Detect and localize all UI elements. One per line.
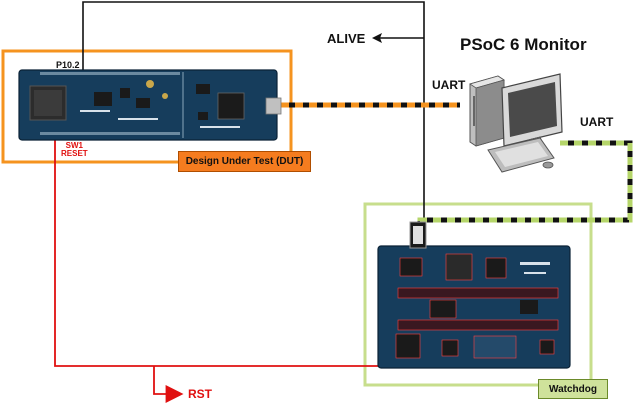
reset-arrow — [154, 366, 180, 394]
watchdog-board — [378, 222, 570, 368]
switch-function: RESET — [61, 150, 88, 158]
desktop-computer-icon — [470, 74, 562, 172]
dut-tag: Design Under Test (DUT) — [178, 151, 311, 172]
watchdog-tag: Watchdog — [538, 379, 608, 399]
alive-label: ALIVE — [327, 32, 365, 45]
uart-watchdog-label: UART — [580, 116, 613, 128]
reset-label: RST — [188, 388, 212, 400]
dut-board — [19, 70, 281, 140]
reset-wire — [55, 140, 410, 366]
switch-label: SW1 RESET — [61, 142, 88, 158]
uart-pc-label: UART — [432, 79, 465, 91]
pin-label: P10.2 — [56, 61, 80, 70]
page-title: PSoC 6 Monitor — [460, 36, 587, 53]
